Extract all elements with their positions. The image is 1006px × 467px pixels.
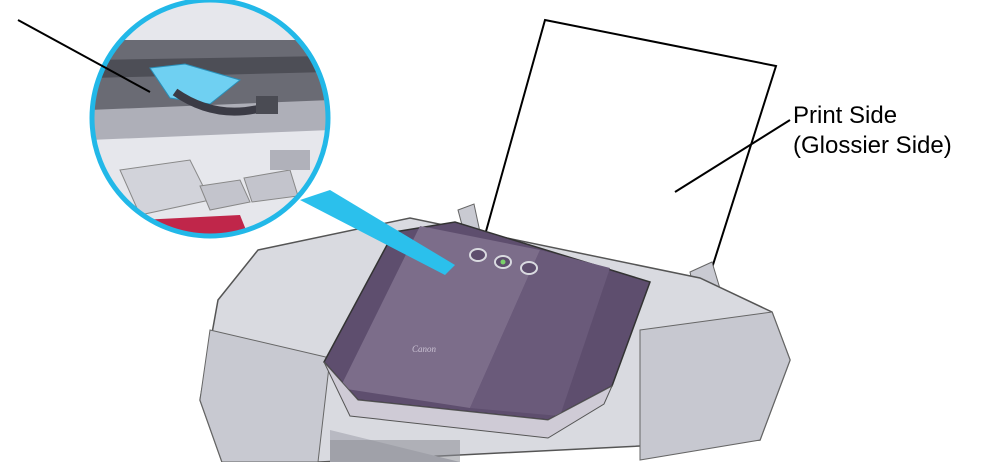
- control-button-2[interactable]: [495, 256, 511, 268]
- control-button-3[interactable]: [521, 262, 537, 274]
- glossier-side-text: (Glossier Side): [793, 131, 952, 161]
- print-side-label: Print Side (Glossier Side): [793, 101, 952, 161]
- control-button-1[interactable]: [470, 249, 486, 261]
- magnifier-circle: [90, 0, 330, 240]
- canon-logo: Canon: [412, 344, 437, 354]
- print-side-text: Print Side: [793, 101, 952, 131]
